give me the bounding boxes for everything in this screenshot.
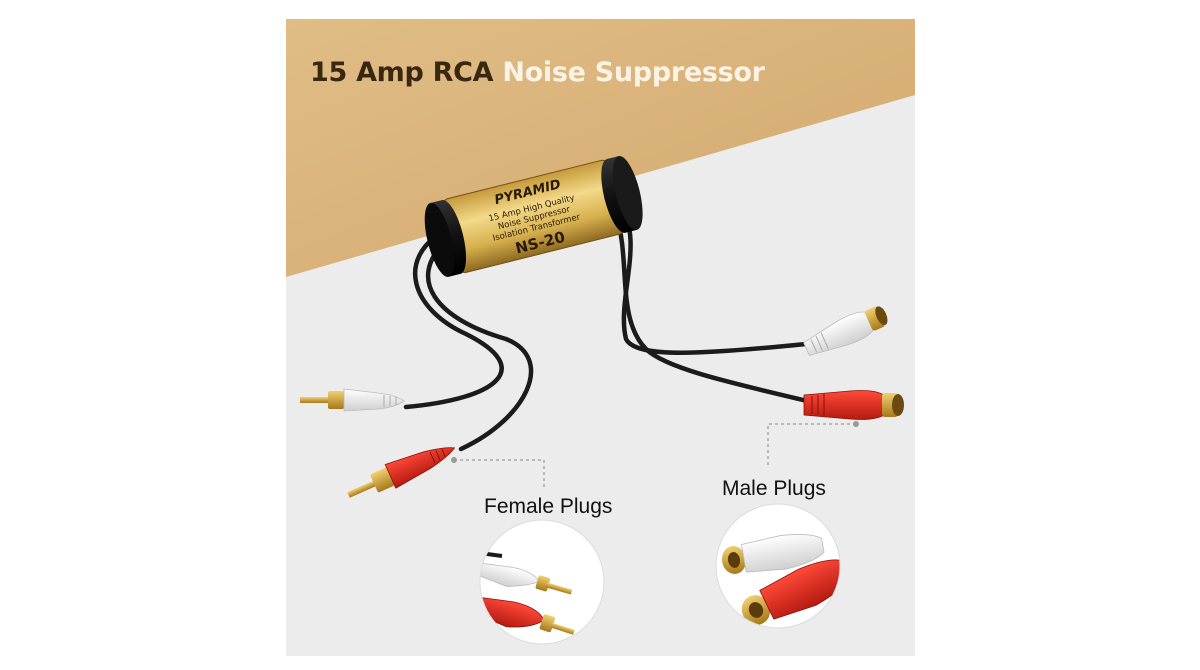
- left-white-plug: [300, 388, 405, 412]
- leader-dot-right: [853, 421, 859, 427]
- male-plugs-detail: [715, 503, 841, 629]
- left-red-plug: [347, 447, 456, 498]
- headline-part1: 15 Amp RCA: [310, 57, 494, 88]
- leader-lines: [454, 423, 856, 489]
- right-white-plug: [803, 306, 888, 356]
- male-plugs-label: Male Plugs: [722, 477, 826, 500]
- right-red-plug: [803, 390, 904, 420]
- product-image: PYRAMID 15 Amp High Quality Noise Suppre…: [286, 19, 915, 656]
- cables: [403, 201, 819, 452]
- female-plugs-label: Female Plugs: [484, 495, 613, 518]
- leader-dot-left: [451, 457, 457, 463]
- headline: 15 Amp RCA Noise Suppressor: [310, 57, 765, 88]
- transformer: PYRAMID 15 Amp High Quality Noise Suppre…: [424, 155, 643, 277]
- headline-part2: Noise Suppressor: [502, 57, 765, 88]
- product-illustration: PYRAMID 15 Amp High Quality Noise Suppre…: [286, 19, 915, 656]
- female-plugs-detail: [479, 519, 605, 645]
